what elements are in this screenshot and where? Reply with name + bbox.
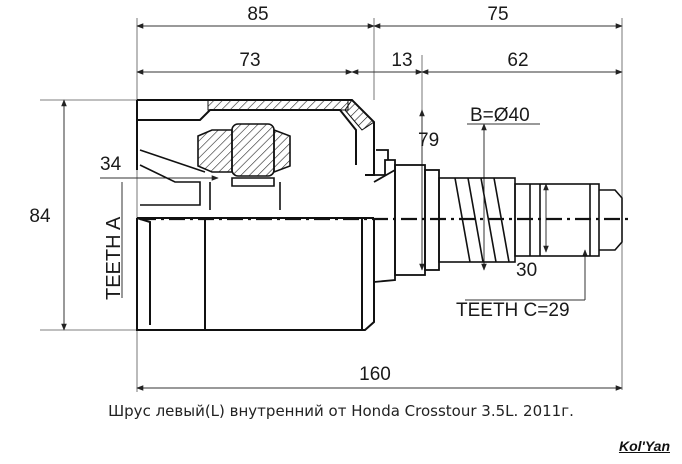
flange [365, 149, 440, 283]
housing-hatching [207, 99, 375, 131]
dim-34: 34 [100, 154, 122, 175]
author-signature: Kol'Yan [618, 438, 670, 454]
dim-79: 79 [418, 130, 439, 151]
teeth-c-label: TEETH C=29 [456, 300, 570, 321]
dim-13: 13 [391, 50, 412, 71]
teeth-a-label: TEETH A [103, 216, 125, 300]
caption: Шрус левый(L) внутренний от Honda Crosst… [108, 402, 574, 420]
dim-160: 160 [359, 364, 391, 385]
dimension-lines [61, 23, 623, 391]
dim-diameter: B=Ø40 [470, 105, 530, 126]
dim-62: 62 [507, 50, 528, 71]
dim-75: 75 [487, 4, 508, 25]
dim-30: 30 [516, 260, 537, 281]
dim-73: 73 [239, 50, 260, 71]
extension-lines [40, 18, 623, 392]
tripod-spider [139, 123, 291, 210]
dim-84: 84 [29, 206, 51, 227]
dim-85: 85 [247, 4, 268, 25]
